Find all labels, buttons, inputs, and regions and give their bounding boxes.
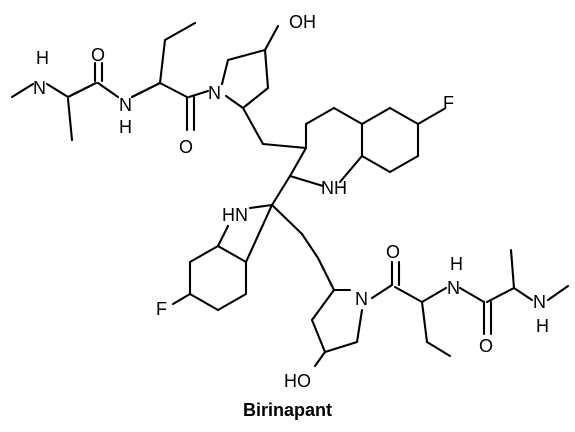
bond <box>45 82 70 99</box>
atom-label-n-bottom-amide: N <box>447 278 460 298</box>
bond <box>224 94 245 110</box>
atom-label-o-top-carbonyl: O <box>179 137 193 157</box>
atom-label-o-bottom-carbonyl: O <box>386 242 400 262</box>
atom-label-h-bottom-right: H <box>536 316 549 336</box>
bond <box>425 340 452 358</box>
bond <box>355 308 364 344</box>
bond <box>485 286 516 304</box>
bond <box>216 292 248 312</box>
atom-labels: OH H N O N H N O F NH HN F N O H N O N H… <box>33 12 549 391</box>
bond <box>248 203 274 210</box>
bond <box>216 244 248 264</box>
bond <box>220 58 230 86</box>
atom-label-n-top-left: N <box>33 78 46 98</box>
atom-label-f-bottom: F <box>156 299 167 319</box>
bond <box>512 286 534 302</box>
bond <box>420 300 429 344</box>
bond <box>158 81 189 99</box>
bond <box>304 106 336 126</box>
bond <box>96 81 120 99</box>
bond <box>216 224 230 248</box>
bond <box>313 350 327 368</box>
bond <box>310 318 327 354</box>
bond <box>241 86 270 110</box>
bond <box>338 154 364 184</box>
atom-label-oh-top: OH <box>289 12 316 32</box>
bond <box>263 48 270 90</box>
bond <box>288 146 308 178</box>
atom-label-f-top: F <box>443 93 454 113</box>
bond <box>244 203 274 264</box>
bond <box>323 340 359 354</box>
bond <box>188 292 220 312</box>
atom-label-h-top-amide: H <box>119 117 132 137</box>
bond <box>316 256 336 292</box>
bond <box>360 154 392 174</box>
bond <box>458 286 486 304</box>
atom-label-n-bottom-pyrrolidine: N <box>355 289 368 309</box>
atom-label-n-bottom-right: N <box>533 292 546 312</box>
bond <box>332 106 364 126</box>
bond <box>288 174 325 188</box>
bond <box>393 285 424 304</box>
bond <box>388 154 420 174</box>
bond <box>360 106 392 126</box>
bond <box>370 283 394 300</box>
bond <box>66 81 98 99</box>
atom-label-h-bottom-amide: H <box>450 254 463 274</box>
compound-name-caption: Birinapant <box>242 400 332 420</box>
bond <box>388 106 420 126</box>
atom-label-h-top-left: H <box>36 48 49 68</box>
bond <box>270 203 304 236</box>
bond <box>171 292 192 306</box>
bonds <box>10 21 570 368</box>
bond <box>158 38 167 85</box>
bond <box>10 82 35 99</box>
bond <box>300 232 320 260</box>
bond <box>420 286 448 304</box>
bond <box>546 284 570 302</box>
bond <box>187 89 210 99</box>
bond <box>241 106 265 146</box>
atom-label-o-bottom-amide: O <box>479 336 493 356</box>
atom-label-hn-bottom-indole: HN <box>222 205 248 225</box>
atom-label-o-top-left: O <box>91 45 105 65</box>
atom-label-n-top-amide: N <box>119 95 132 115</box>
bond <box>310 288 336 322</box>
atom-label-ho-bottom: HO <box>284 371 311 391</box>
bond <box>263 24 280 52</box>
bond <box>226 48 267 62</box>
atom-label-n-top-pyrrolidine: N <box>208 83 221 103</box>
bond <box>66 97 74 142</box>
bond <box>163 21 197 42</box>
bond <box>509 248 516 290</box>
bond <box>270 174 292 207</box>
atom-label-nh-top-indole: NH <box>321 178 347 198</box>
bond <box>188 244 220 264</box>
bond <box>416 107 446 126</box>
bond <box>130 81 162 99</box>
bond <box>261 142 308 150</box>
